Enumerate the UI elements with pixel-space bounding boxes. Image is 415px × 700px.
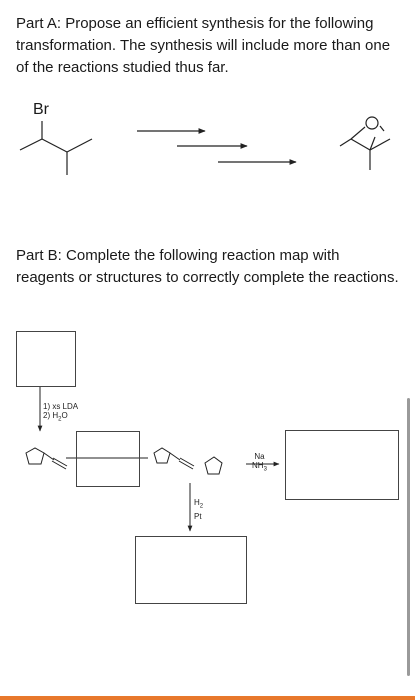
answer-box-top[interactable] <box>16 331 76 387</box>
part-a-question: Part A: Propose an efficient synthesis f… <box>16 15 391 76</box>
cyclopentyl-alkyne-structure <box>25 447 68 470</box>
answer-box-middle[interactable] <box>76 431 140 487</box>
reagents-h2-pt-label: H2 Pt <box>194 498 204 521</box>
starting-material-structure <box>19 121 93 175</box>
scrollbar[interactable] <box>407 398 410 676</box>
answer-box-bottom[interactable] <box>135 536 247 604</box>
reagents-lda-label: 1) xs LDA 2) H2O <box>43 402 79 423</box>
reagents-na-nh3-label: Na NH3 <box>252 452 267 473</box>
bromine-label: Br <box>33 101 49 118</box>
part-b-question: Part B: Complete the following reaction … <box>16 247 399 286</box>
dicyclopentyl-alkyne-structure <box>153 447 223 475</box>
epoxide-product-structure <box>339 116 391 170</box>
bottom-accent-bar <box>0 696 415 700</box>
answer-box-right[interactable] <box>285 430 399 500</box>
